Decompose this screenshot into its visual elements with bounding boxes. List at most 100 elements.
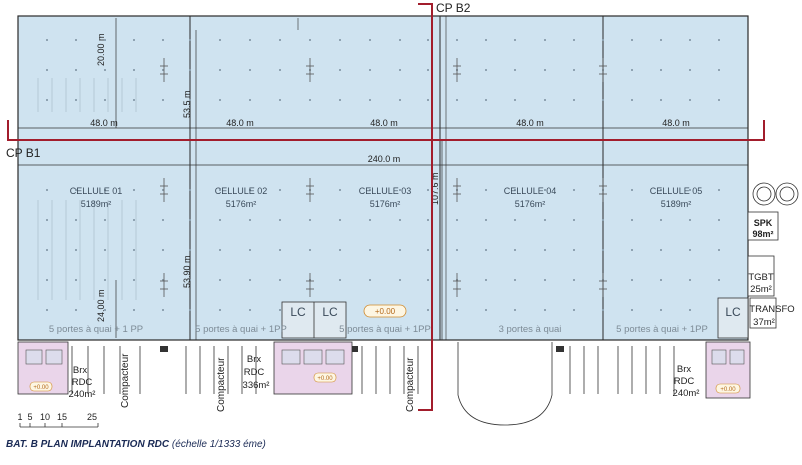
grid-column xyxy=(369,219,371,221)
grid-column xyxy=(689,249,691,251)
grid-column xyxy=(689,219,691,221)
cell-03-name: CELLULE 03 xyxy=(359,186,412,196)
office-mid xyxy=(273,341,353,395)
compacteur-3: Compacteur xyxy=(405,357,416,412)
grid-column xyxy=(75,309,77,311)
office-left-line3: 240m² xyxy=(69,389,96,400)
dim-cell-04: 48.0 m xyxy=(516,118,544,128)
dim-depth-bottom: 24.00 m xyxy=(96,289,106,322)
grid-column xyxy=(544,39,546,41)
cell-05-name: CELLULE 05 xyxy=(650,186,703,196)
grid-column xyxy=(718,39,720,41)
grid-column xyxy=(133,39,135,41)
grid-column xyxy=(104,279,106,281)
grid-column xyxy=(75,189,77,191)
column-grid xyxy=(46,39,720,311)
scale-bar xyxy=(19,423,99,428)
grid-column xyxy=(162,279,164,281)
grid-column xyxy=(369,69,371,71)
office-left xyxy=(17,341,69,395)
grid-column xyxy=(104,39,106,41)
cell-03-area: 5176m² xyxy=(370,199,401,209)
dock-bays xyxy=(71,346,675,394)
grid-column xyxy=(162,99,164,101)
grid-column xyxy=(133,99,135,101)
dim-cell-03: 48.0 m xyxy=(370,118,398,128)
grid-column xyxy=(544,69,546,71)
lc-label-3: LC xyxy=(725,305,741,319)
grid-column xyxy=(75,69,77,71)
grid-column xyxy=(104,189,106,191)
grid-column xyxy=(104,249,106,251)
grid-column xyxy=(427,189,429,191)
grid-column xyxy=(485,309,487,311)
grid-column xyxy=(631,99,633,101)
grid-column xyxy=(660,249,662,251)
office-left-line2: RDC xyxy=(72,377,93,388)
grid-column xyxy=(485,99,487,101)
office-right-line1: Brx xyxy=(677,364,692,375)
grid-column xyxy=(339,69,341,71)
grid-column xyxy=(631,189,633,191)
grid-column xyxy=(689,39,691,41)
grid-column xyxy=(456,219,458,221)
grid-column xyxy=(427,219,429,221)
grid-column xyxy=(249,39,251,41)
plan-caption: BAT. B PLAN IMPLANTATION RDC (échelle 1/… xyxy=(6,439,266,450)
grid-column xyxy=(544,249,546,251)
grid-column xyxy=(219,219,221,221)
grid-column xyxy=(339,39,341,41)
spk-label: SPK xyxy=(754,218,773,228)
compacteur-2: Compacteur xyxy=(216,357,227,412)
grid-column xyxy=(189,39,191,41)
cell-03-docks: 5 portes à quai + 1PP xyxy=(339,324,431,335)
grid-column xyxy=(133,69,135,71)
grid-column xyxy=(162,39,164,41)
grid-column xyxy=(573,39,575,41)
grid-column xyxy=(189,189,191,191)
grid-column xyxy=(162,309,164,311)
cell-02-docks: 5 portes à quai + 1PP xyxy=(195,324,287,335)
transfo-area: 37m² xyxy=(753,317,775,328)
office-mid-elevation: +0.00 xyxy=(317,376,333,382)
scale-5: 5 xyxy=(27,412,32,422)
grid-column xyxy=(718,99,720,101)
grid-column xyxy=(75,39,77,41)
dim-depth-lower: 53.90 m xyxy=(182,255,192,288)
grid-column xyxy=(660,189,662,191)
grid-column xyxy=(660,39,662,41)
grid-column xyxy=(485,39,487,41)
grid-column xyxy=(249,69,251,71)
grid-column xyxy=(369,279,371,281)
grid-column xyxy=(689,279,691,281)
grid-column xyxy=(631,279,633,281)
grid-column xyxy=(133,279,135,281)
elevation-tag-box xyxy=(363,304,407,318)
grid-column xyxy=(249,99,251,101)
grid-column xyxy=(369,189,371,191)
grid-column xyxy=(399,189,401,191)
grid-column xyxy=(514,249,516,251)
office-right-elevation: +0.00 xyxy=(720,387,736,393)
grid-column xyxy=(573,219,575,221)
cell-05-area: 5189m² xyxy=(661,199,692,209)
grid-column xyxy=(339,279,341,281)
grid-column xyxy=(369,39,371,41)
compacteur-1: Compacteur xyxy=(120,353,131,408)
grid-column xyxy=(427,249,429,251)
dim-depth-mid: 53.5 m xyxy=(182,90,192,118)
section-label-cp-b2: CP B2 xyxy=(436,1,471,15)
grid-column xyxy=(399,99,401,101)
grid-column xyxy=(46,189,48,191)
tgbt-label: TGBT xyxy=(748,272,774,283)
office-mid-line2: RDC xyxy=(244,367,265,378)
scale-10: 10 xyxy=(40,412,50,422)
grid-column xyxy=(46,279,48,281)
grid-column xyxy=(279,69,281,71)
grid-column xyxy=(219,309,221,311)
grid-column xyxy=(46,309,48,311)
grid-column xyxy=(162,219,164,221)
grid-column xyxy=(162,189,164,191)
grid-column xyxy=(573,189,575,191)
